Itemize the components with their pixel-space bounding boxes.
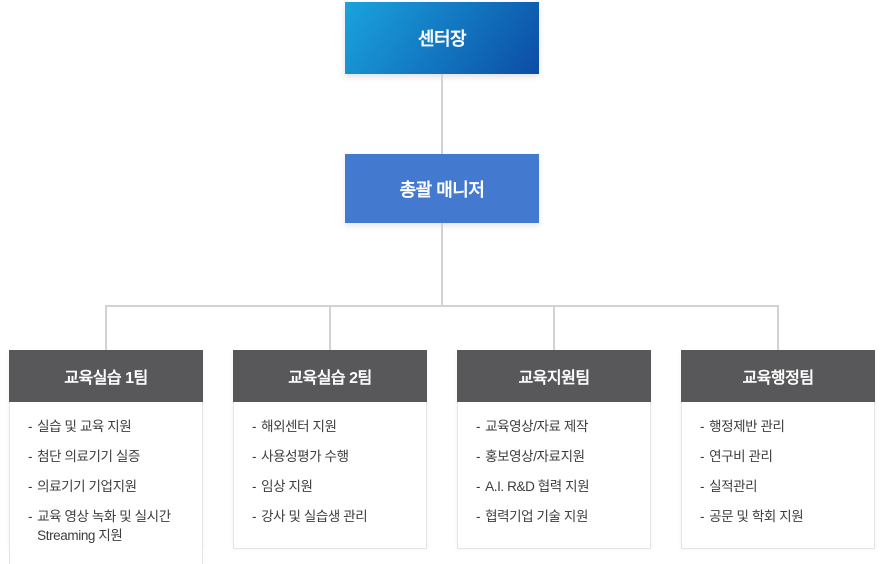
list-item-text: 행정제반 관리: [709, 419, 785, 434]
list-bullet: -: [700, 478, 705, 494]
list-item: -실적관리: [700, 478, 866, 497]
team-duty-list: -행정제반 관리 -연구비 관리 -실적관리 -공문 및 학회 지원: [700, 418, 866, 527]
list-item-text: 협력기업 기술 지원: [485, 508, 588, 524]
list-item: -의료기기 기업지원: [28, 478, 194, 497]
list-bullet: -: [252, 419, 257, 434]
team-body: -교육영상/자료 제작 -홍보영상/자료지원 -A.I. R&D 협력 지원 -…: [457, 402, 651, 549]
list-item-text: 의료기기 기업지원: [37, 478, 137, 494]
team-header: 교육실습 2팀: [233, 350, 427, 402]
team-body: -행정제반 관리 -연구비 관리 -실적관리 -공문 및 학회 지원: [681, 402, 875, 549]
list-item: -교육 영상 녹화 및 실시간 Streaming 지원: [28, 508, 194, 546]
list-item-text: 공문 및 학회 지원: [709, 508, 804, 524]
connector-drop-team-2: [329, 305, 331, 350]
list-bullet: -: [476, 448, 481, 464]
list-bullet: -: [476, 419, 481, 434]
list-item-text: 첨단 의료기기 실증: [37, 448, 140, 464]
team-duty-list: -실습 및 교육 지원 -첨단 의료기기 실증 -의료기기 기업지원 -교육 영…: [28, 418, 194, 545]
team-header: 교육행정팀: [681, 350, 875, 402]
list-bullet: -: [28, 508, 33, 524]
list-bullet: -: [700, 508, 705, 524]
list-item-text: 강사 및 실습생 관리: [261, 508, 368, 524]
team-card-education-support: 교육지원팀 -교육영상/자료 제작 -홍보영상/자료지원 -A.I. R&D 협…: [457, 350, 651, 549]
list-bullet: -: [700, 419, 705, 434]
list-item: -행정제반 관리: [700, 418, 866, 437]
list-item-text: 해외센터 지원: [261, 419, 337, 434]
team-title: 교육지원팀: [518, 370, 590, 387]
list-bullet: -: [252, 508, 257, 524]
list-item: -첨단 의료기기 실증: [28, 448, 194, 467]
list-item-text: 연구비 관리: [709, 448, 773, 464]
team-card-education-practice-1: 교육실습 1팀 -실습 및 교육 지원 -첨단 의료기기 실증 -의료기기 기업…: [9, 350, 203, 564]
team-header: 교육실습 1팀: [9, 350, 203, 402]
list-item-text: 실습 및 교육 지원: [37, 419, 132, 434]
list-item-text: 임상 지원: [261, 478, 313, 494]
list-item-text: 교육영상/자료 제작: [485, 419, 588, 434]
list-item: -홍보영상/자료지원: [476, 448, 642, 467]
connector-manager-to-bus: [441, 223, 443, 305]
list-item: -사용성평가 수행: [252, 448, 418, 467]
list-bullet: -: [28, 478, 33, 494]
list-item: -임상 지원: [252, 478, 418, 497]
org-node-label: 센터장: [417, 29, 467, 49]
list-item: -실습 및 교육 지원: [28, 418, 194, 437]
team-card-education-practice-2: 교육실습 2팀 -해외센터 지원 -사용성평가 수행 -임상 지원 -강사 및 …: [233, 350, 427, 549]
list-item-text: 교육 영상 녹화 및 실시간 Streaming 지원: [37, 508, 171, 543]
connector-drop-team-1: [105, 305, 107, 350]
org-node-label: 총괄 매니저: [399, 179, 485, 200]
list-item: -연구비 관리: [700, 448, 866, 467]
list-bullet: -: [476, 478, 481, 494]
list-item: -협력기업 기술 지원: [476, 508, 642, 527]
list-bullet: -: [252, 478, 257, 494]
connector-bus: [105, 305, 779, 307]
list-bullet: -: [700, 448, 705, 464]
org-node-general-manager: 총괄 매니저: [345, 154, 539, 223]
list-item-text: A.I. R&D 협력 지원: [485, 478, 590, 494]
team-duty-list: -해외센터 지원 -사용성평가 수행 -임상 지원 -강사 및 실습생 관리: [252, 418, 418, 527]
connector-drop-team-3: [553, 305, 555, 350]
list-item: -해외센터 지원: [252, 418, 418, 437]
team-body: -실습 및 교육 지원 -첨단 의료기기 실증 -의료기기 기업지원 -교육 영…: [9, 402, 203, 564]
team-title: 교육실습 2팀: [288, 370, 372, 387]
list-item: -강사 및 실습생 관리: [252, 508, 418, 527]
list-item-text: 사용성평가 수행: [261, 448, 349, 464]
list-item-text: 홍보영상/자료지원: [485, 448, 585, 464]
team-header: 교육지원팀: [457, 350, 651, 402]
connector-root-to-manager: [441, 74, 443, 154]
team-card-education-admin: 교육행정팀 -행정제반 관리 -연구비 관리 -실적관리 -공문 및 학회 지원: [681, 350, 875, 549]
list-bullet: -: [476, 508, 481, 524]
org-node-center-director: 센터장: [345, 2, 539, 74]
team-title: 교육행정팀: [742, 370, 814, 387]
connector-drop-team-4: [777, 305, 779, 350]
list-bullet: -: [28, 448, 33, 464]
team-duty-list: -교육영상/자료 제작 -홍보영상/자료지원 -A.I. R&D 협력 지원 -…: [476, 418, 642, 527]
list-bullet: -: [28, 419, 33, 434]
list-bullet: -: [252, 448, 257, 464]
list-item: -A.I. R&D 협력 지원: [476, 478, 642, 497]
list-item: -교육영상/자료 제작: [476, 418, 642, 437]
list-item-text: 실적관리: [709, 478, 758, 494]
team-title: 교육실습 1팀: [64, 370, 148, 387]
list-item: -공문 및 학회 지원: [700, 508, 866, 527]
team-body: -해외센터 지원 -사용성평가 수행 -임상 지원 -강사 및 실습생 관리: [233, 402, 427, 549]
